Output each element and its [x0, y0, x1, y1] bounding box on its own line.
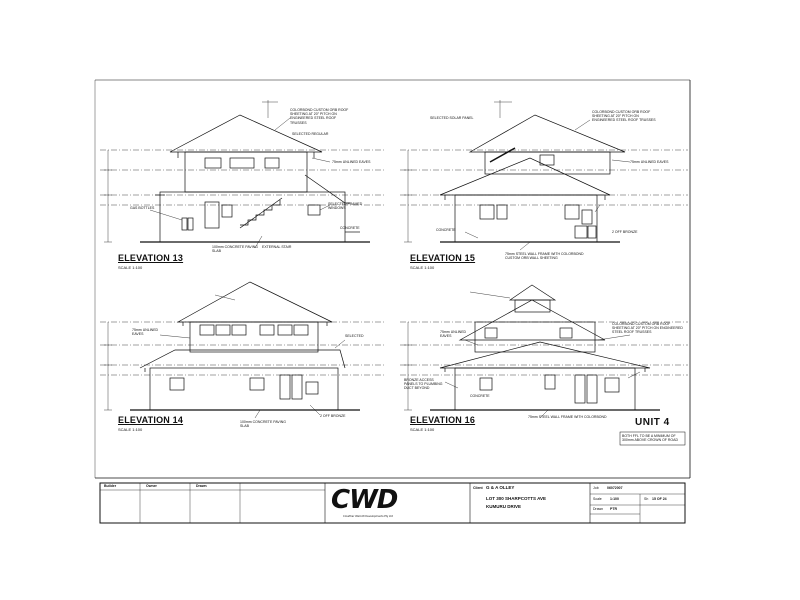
title-block-job-label: Job [593, 486, 599, 490]
elevation-14-scale: SCALE 1:100 [118, 427, 143, 432]
title-block-grid [99, 482, 686, 524]
annotation-15-concrete: CONCRETE [436, 228, 456, 232]
elevation-15-title: ELEVATION 15 [410, 253, 476, 263]
annotation-13-roof: COLORBOND CUSTOM ORB ROOF SHEETING AT 20… [290, 108, 349, 125]
elevation-13-scale: SCALE 1:100 [118, 265, 143, 270]
elevation-15-scale: SCALE 1:100 [410, 265, 435, 270]
annotation-14-eaves: 75mm UNLINED EAVES [132, 328, 159, 337]
annotation-13-stair: EXTERNAL STAIR [262, 245, 292, 249]
title-block-project-line-1: LOT 300 SHARPCOTTS AVE [486, 496, 547, 501]
annotation-15-eaves: 75mm UNLINED EAVES [630, 160, 669, 164]
title-block-client-label: Client [473, 486, 483, 490]
elevation-15-drawing [400, 100, 688, 251]
annotation-15-wall: 75mm STEEL WALL FRAME WITH COLORBOND CUS… [505, 252, 584, 261]
annotation-13-concrete: CONCRETE [340, 226, 360, 230]
title-block-builder: Builder [104, 484, 117, 488]
elevation-14-title: ELEVATION 14 [118, 415, 184, 425]
elevation-13-title: ELEVATION 13 [118, 253, 184, 263]
annotation-14-bronze: 2 OFF BRONZE [320, 414, 346, 418]
annotation-15-solar: SELECTED SOLAR PANEL [430, 116, 474, 120]
annotation-13-paving: 100mm CONCRETE PAVING SLAB [212, 245, 258, 254]
unit-note: BOTH FFL TO BE A MINIMUM OF 300mm ABOVE … [622, 434, 679, 443]
company-logo-subtitle: Crowther Walcott Developments Pty Ltd [342, 515, 394, 518]
annotation-14-selected: SELECTED [345, 334, 364, 338]
annotation-13-regular: SELECTED REGULAR [292, 132, 329, 136]
elevation-16-title: ELEVATION 16 [410, 415, 476, 425]
company-logo-text: CWD [331, 485, 398, 515]
elevation-13-drawing [100, 100, 385, 249]
company-logo: CWD Crowther Walcott Developments Pty Lt… [325, 485, 405, 523]
title-block-sheet-label: Sh [644, 497, 649, 501]
annotation-16-access: BRONZE ACCESS PANELS TO PLUMBING DUCT BE… [404, 378, 443, 391]
elevation-16-scale: SCALE 1:100 [410, 427, 435, 432]
title-block-scale-label: Scale [593, 497, 602, 501]
elevation-14-drawing [100, 281, 385, 419]
title-block-job-value: 06072007 [607, 486, 623, 490]
annotation-15-roof: COLORBOND CUSTOM ORB ROOF SHEETING AT 20… [592, 110, 656, 123]
title-block-drawn-value: PTR [610, 507, 617, 511]
elevation-16-drawing [400, 284, 688, 419]
annotation-16-eaves: 75mm UNLINED EAVES [440, 330, 467, 339]
annotation-16-wall: 75mm STEEL WALL FRAME WITH COLORBOND [528, 415, 607, 419]
title-block-drawn-label: Drawn [593, 507, 604, 511]
title-block-owner: Owner [146, 484, 157, 488]
title-block-project-line-2: KUMURU DRIVE [486, 504, 522, 509]
title-block-sheet-value: 15 OF 24 [652, 497, 667, 501]
annotation-14-paving: 100mm CONCRETE PAVING SLAB [240, 420, 286, 429]
annotation-13-eaves: 75mm UNLINED EAVES [332, 160, 371, 164]
unit-note-box [619, 431, 686, 446]
unit-label: UNIT 4 [635, 417, 670, 428]
title-block-client-name: G & A OLLEY [486, 485, 515, 490]
annotation-16-concrete: CONCRETE [470, 394, 490, 398]
title-block-drawn-by: Drawn [196, 484, 207, 488]
sheet-border [94, 79, 691, 479]
annotation-13-windows: SELECTED FRAMED WINDOWS [328, 202, 363, 211]
annotation-13-gas: GAS BOTTLES [130, 206, 155, 210]
annotation-16-roof: COLORBOND CUSTOM ORB ROOF SHEETING AT 20… [612, 322, 683, 335]
annotation-15-bronze: 2 OFF BRONZE [612, 230, 638, 234]
title-block-scale-value: 1:100 [610, 497, 619, 501]
